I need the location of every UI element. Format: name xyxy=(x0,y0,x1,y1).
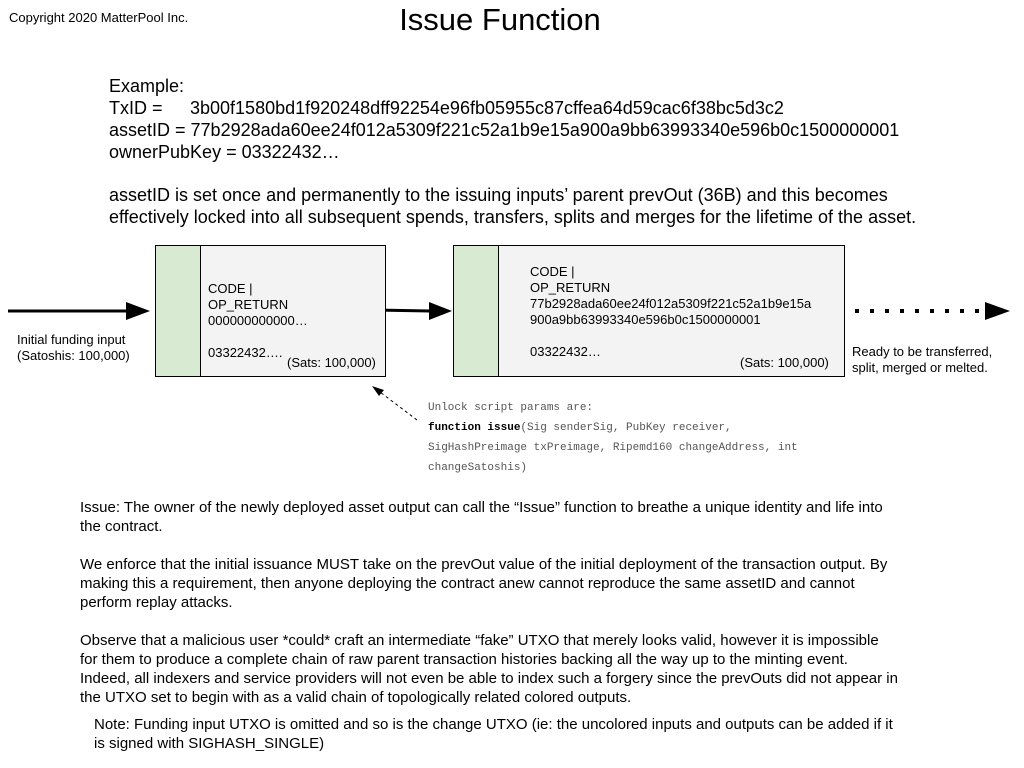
unlock-params-line4: changeSatoshis) xyxy=(428,462,528,474)
issuance-box-sats: (Sats: 100,000) xyxy=(287,355,376,370)
txid-label: TxID = xyxy=(109,98,163,118)
ready-label: Ready to be transferred, split, merged o… xyxy=(852,344,993,375)
unlock-params-intro: Unlock script params are: xyxy=(428,402,594,414)
issuance-output-box: CODE | OP_RETURN 000000000000… 03322432…… xyxy=(155,245,386,377)
note-paragraph: Note: Funding input UTXO is omitted and … xyxy=(94,716,893,752)
copyright-notice: Copyright 2020 MatterPool Inc. xyxy=(9,10,189,25)
assetid-note-line2: effectively locked into all subsequent s… xyxy=(109,207,917,227)
issuance-box-text: CODE | OP_RETURN 000000000000… 03322432…… xyxy=(208,281,308,360)
funding-input-label: Initial funding input (Satoshis: 100,000… xyxy=(17,332,130,363)
unlock-params-args: (Sig senderSig, PubKey receiver, xyxy=(520,422,732,434)
dotted-output-arrowhead xyxy=(985,302,1010,320)
box-connector-arrowhead xyxy=(429,302,452,320)
unlock-pointer-line xyxy=(379,391,418,421)
page-title: Issue Function xyxy=(399,2,601,37)
unlock-function-keyword: function issue xyxy=(428,422,521,434)
unlock-params-line3: SigHashPreimage txPreimage, Ripemd160 ch… xyxy=(428,442,798,454)
unlock-params-signature: function issue(Sig senderSig, PubKey rec… xyxy=(428,418,732,438)
issued-asset-box: CODE | OP_RETURN 77b2928ada60ee24f012a53… xyxy=(453,245,845,377)
funding-input-arrowhead xyxy=(126,302,150,320)
issue-paragraph: Issue: The owner of the newly deployed a… xyxy=(80,499,883,535)
ownerpubkey-line: ownerPubKey = 03322432… xyxy=(109,142,340,162)
txid-value: 3b00f1580bd1f920248dff92254e96fb05955c87… xyxy=(190,98,784,118)
issued-box-text: CODE | OP_RETURN 77b2928ada60ee24f012a53… xyxy=(530,264,812,359)
issued-colored-band xyxy=(454,246,499,376)
enforce-paragraph: We enforce that the initial issuance MUS… xyxy=(80,556,888,611)
example-heading: Example: xyxy=(109,76,185,96)
issuance-colored-band xyxy=(156,246,201,376)
assetid-line: assetID = 77b2928ada60ee24f012a5309f221c… xyxy=(109,120,900,140)
unlock-pointer-arrowhead xyxy=(372,386,384,396)
assetid-note-line1: assetID is set once and permanently to t… xyxy=(109,185,888,205)
observe-paragraph: Observe that a malicious user *could* cr… xyxy=(80,632,898,706)
issued-box-sats: (Sats: 100,000) xyxy=(740,355,829,370)
